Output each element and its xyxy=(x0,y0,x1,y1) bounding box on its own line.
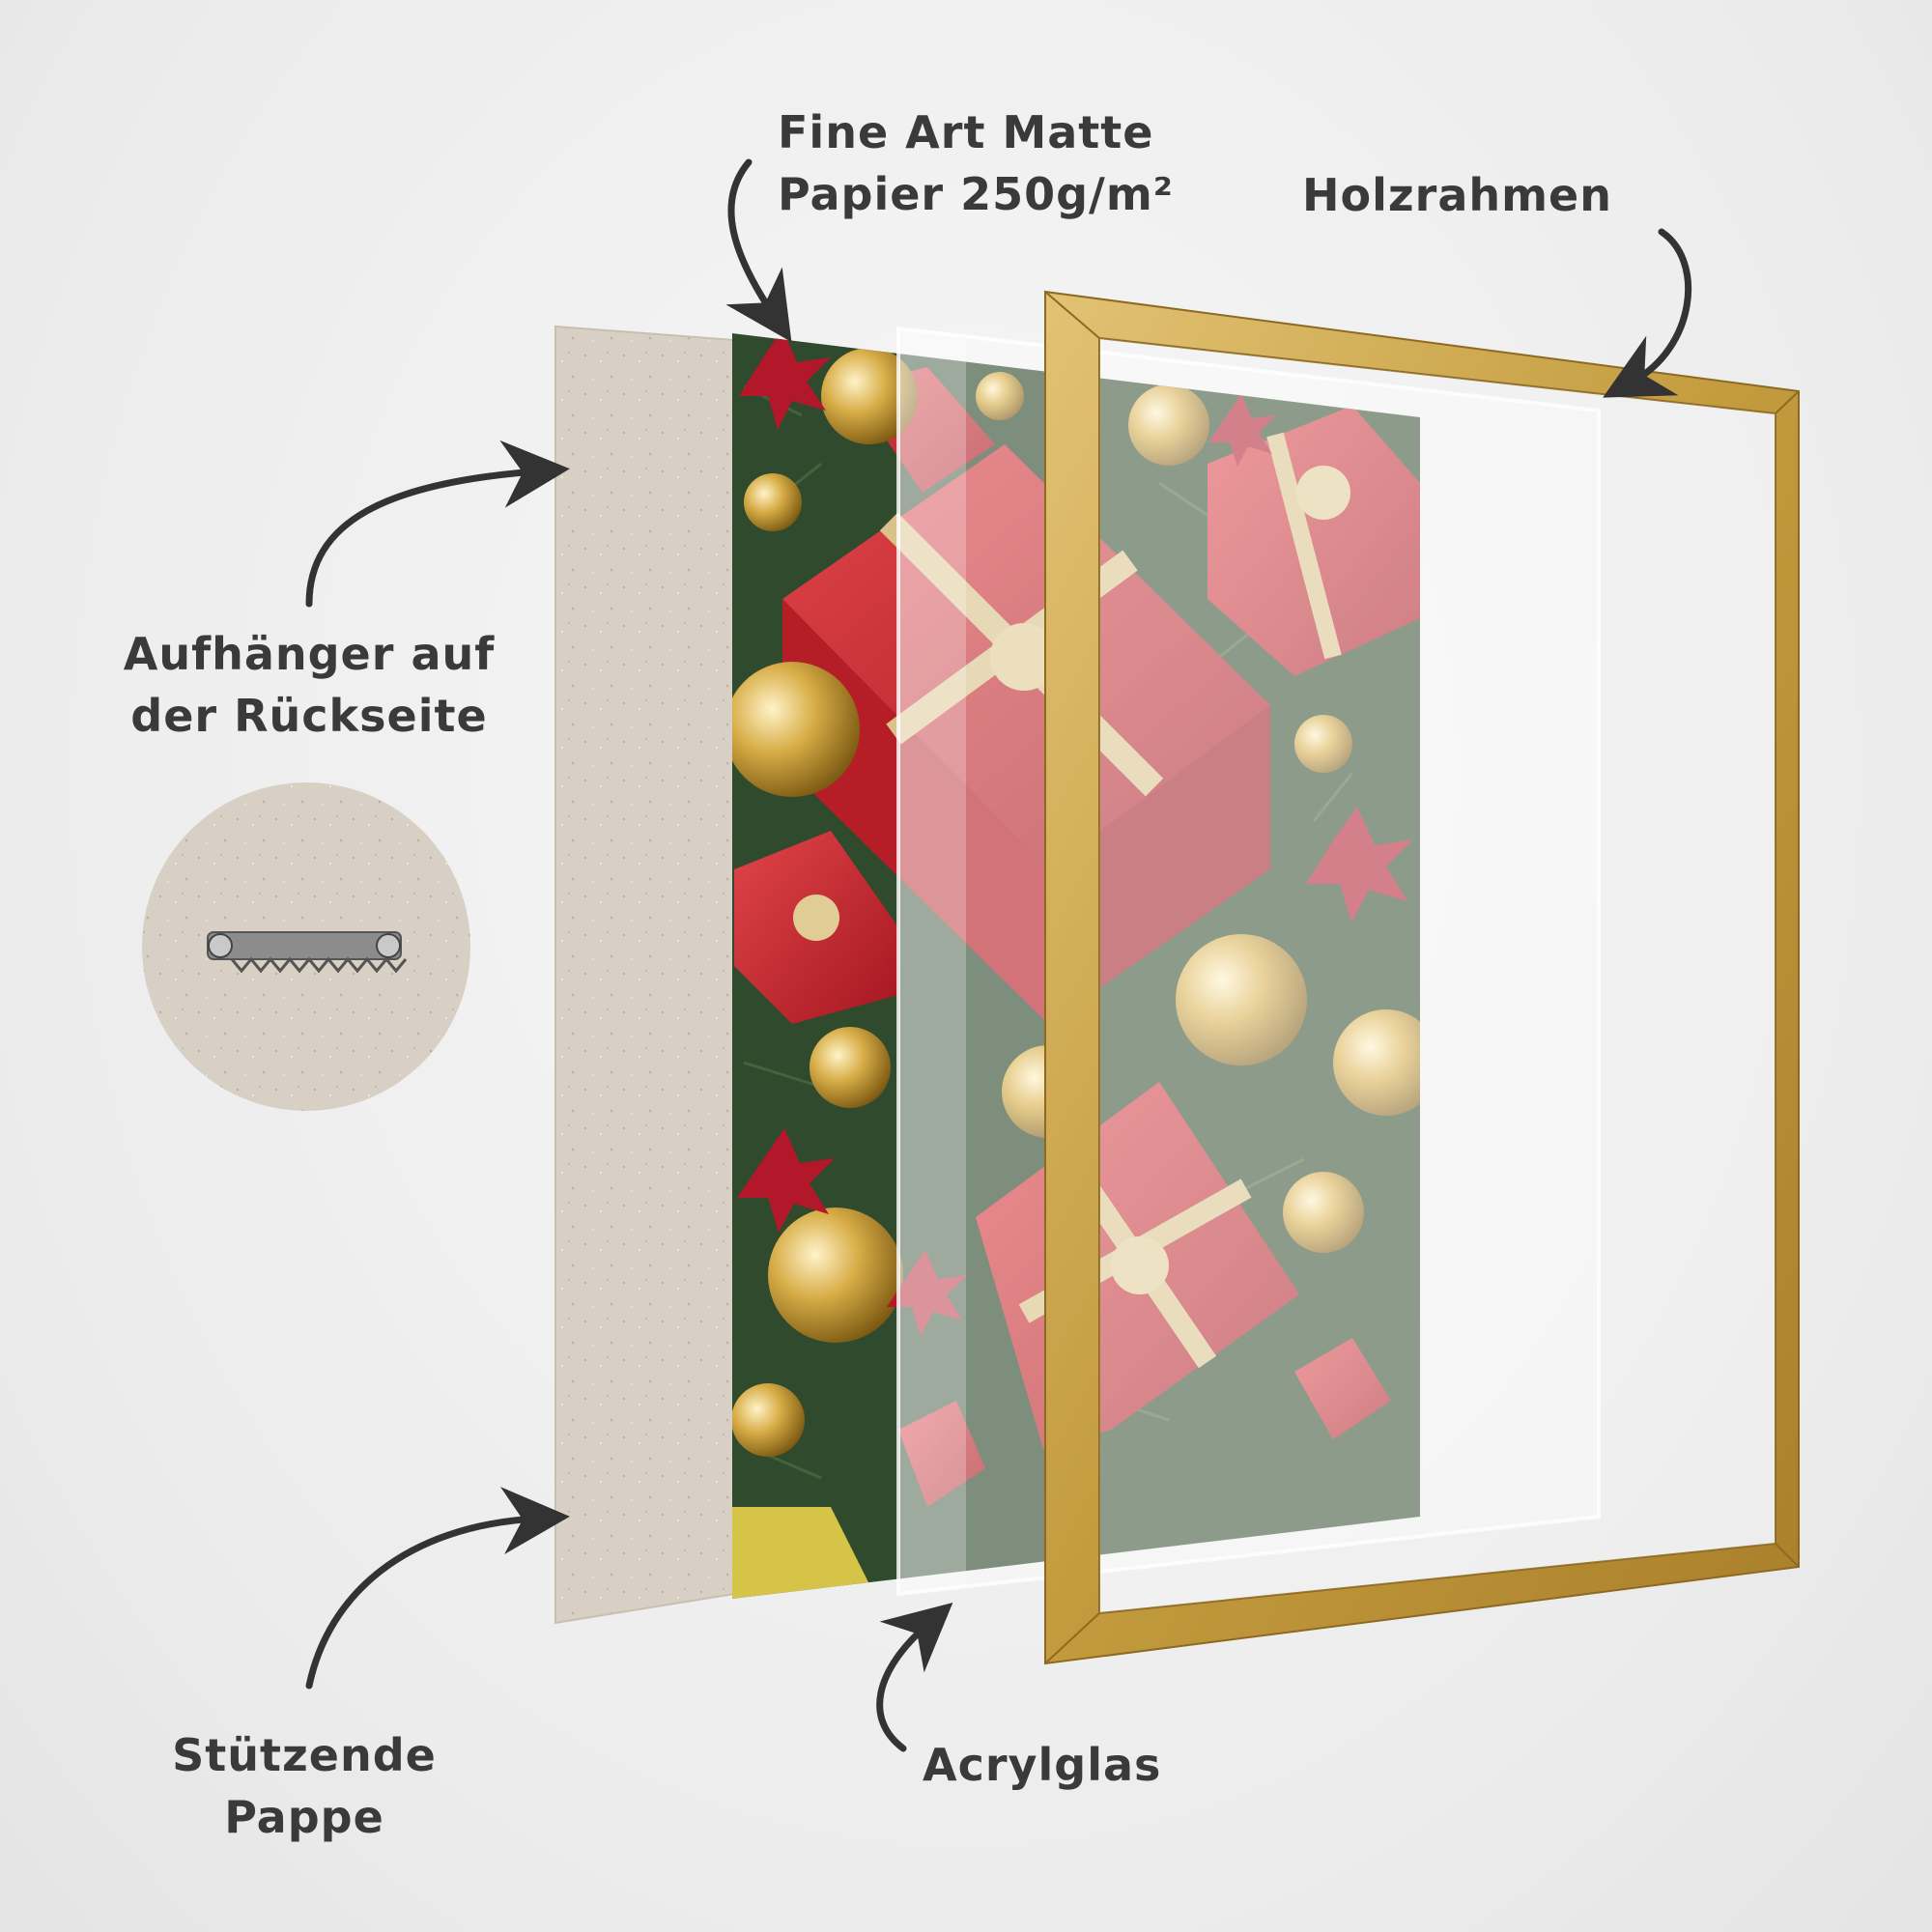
label-line: Acrylglas xyxy=(923,1739,1162,1791)
label-wooden-frame: Holzrahmen xyxy=(1302,164,1612,226)
label-line: Stützende xyxy=(172,1729,437,1781)
poinsettia-flowers xyxy=(737,333,1413,1336)
wooden-frame xyxy=(1044,290,1800,1665)
label-line: Pappe xyxy=(224,1791,384,1843)
gift-box xyxy=(734,831,898,1024)
gift-box xyxy=(898,1338,1391,1507)
label-acrylic-glass: Acrylglas xyxy=(923,1734,1161,1796)
label-line: Papier 250g/m² xyxy=(778,168,1174,220)
label-support-board: Stützende Pappe xyxy=(135,1724,473,1848)
label-line: der Rückseite xyxy=(130,690,488,742)
label-line: Aufhänger auf xyxy=(123,628,496,680)
support-board xyxy=(554,325,735,1625)
label-fine-art-paper: Fine Art Matte Papier 250g/m² xyxy=(778,101,1174,225)
label-line: Fine Art Matte xyxy=(778,106,1154,158)
ornament-balls xyxy=(732,348,1420,1457)
hanger-detail-circle xyxy=(142,782,470,1111)
label-line: Holzrahmen xyxy=(1302,169,1612,221)
label-hanger: Aufhänger auf der Rückseite xyxy=(106,623,512,747)
gift-box xyxy=(1208,406,1420,676)
sawtooth-hanger-icon xyxy=(207,931,408,974)
curved-arrow-icon xyxy=(305,158,1692,1752)
